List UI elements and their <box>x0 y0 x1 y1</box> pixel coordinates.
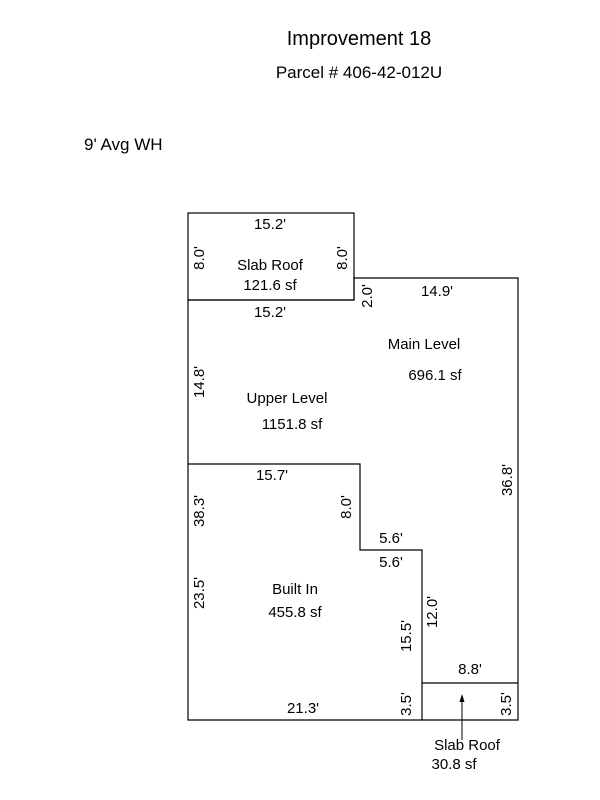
main-level-area: 696.1 sf <box>408 367 462 384</box>
upper-level-name: Upper Level <box>247 390 328 407</box>
slab-roof-pointer-arrowhead <box>459 694 465 702</box>
dimension-label: 15.2' <box>254 216 286 233</box>
dimension-label: 38.3' <box>191 495 208 527</box>
dimension-label: 36.8' <box>499 464 516 496</box>
parcel-number: Parcel # 406-42-012U <box>276 63 442 82</box>
dimension-label: 2.0' <box>359 284 376 308</box>
slab-roof-bottom-name: Slab Roof <box>434 737 501 754</box>
built-in-outline <box>188 463 423 720</box>
dimension-label: 15.2' <box>254 304 286 321</box>
dimension-label: 15.5' <box>398 620 415 652</box>
dimension-label: 3.5' <box>398 692 415 716</box>
built-in-area: 455.8 sf <box>268 604 322 621</box>
dimension-label: 14.8' <box>191 366 208 398</box>
dimension-label: 12.0' <box>424 596 441 628</box>
dimension-label: 8.0' <box>191 246 208 270</box>
dimension-label: 14.9' <box>421 283 453 300</box>
dimension-label: 3.5' <box>498 692 515 716</box>
slab-roof-top-area: 121.6 sf <box>243 277 297 294</box>
slab-roof-top-name: Slab Roof <box>237 257 304 274</box>
building-outline <box>187 277 519 721</box>
dimension-label: 5.6' <box>379 530 403 547</box>
dimension-label: 21.3' <box>287 700 319 717</box>
slab-roof-bottom-area: 30.8 sf <box>431 756 477 773</box>
dimension-label: 8.8' <box>458 661 482 678</box>
main-level-name: Main Level <box>388 336 461 353</box>
dimension-label: 15.7' <box>256 467 288 484</box>
built-in-name: Built In <box>272 581 318 598</box>
upper-level-area: 1151.8 sf <box>262 416 323 433</box>
dimension-label: 8.0' <box>334 246 351 270</box>
dimension-label: 23.5' <box>191 577 208 609</box>
dimension-label: 5.6' <box>379 554 403 571</box>
page-title: Improvement 18 <box>287 28 432 50</box>
wall-height-note: 9' Avg WH <box>84 135 163 154</box>
dimension-label: 8.0' <box>338 495 355 519</box>
